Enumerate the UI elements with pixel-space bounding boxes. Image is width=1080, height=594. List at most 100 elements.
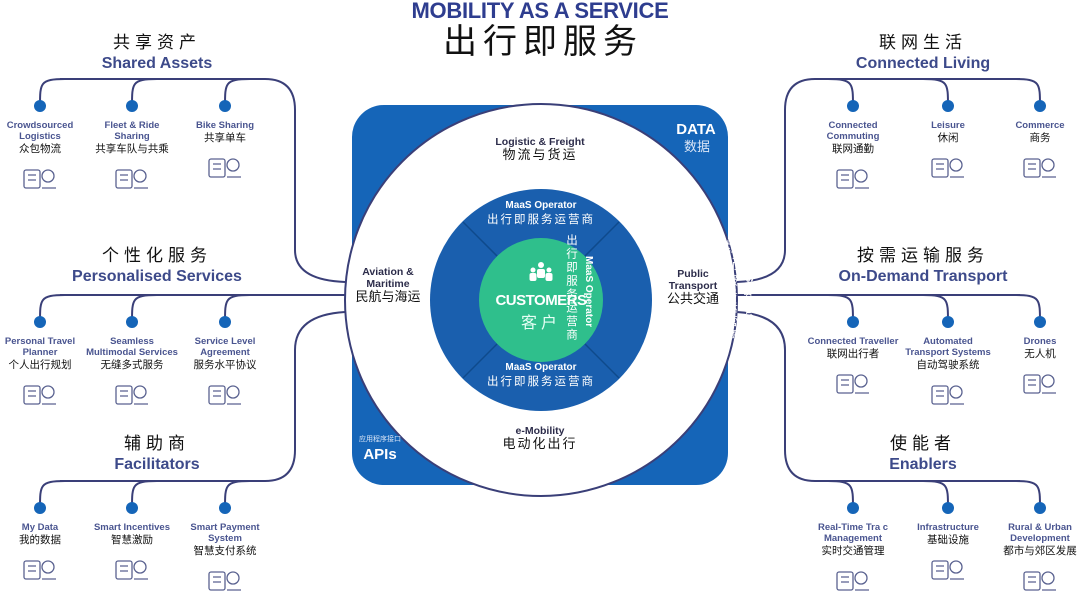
operator-left: MaaS Operator 出行即服务运营商: [446, 234, 595, 342]
title-chinese: 出行即服务: [443, 22, 643, 62]
group-title-zh: 个性化服务: [102, 246, 212, 266]
item-label: Personal Travel Planner: [4, 336, 76, 358]
item-label: Real-Time Tra c Management: [817, 522, 889, 544]
item-label: Service Level Agreement: [194, 336, 256, 358]
autonomous-bus-icon: [931, 385, 964, 405]
item-label-zh: 无人机: [1024, 348, 1056, 360]
item-label: Smart Incentives: [93, 522, 171, 533]
hand-coins-icon: [115, 560, 148, 580]
item-label: Fleet & Ride Sharing: [104, 120, 160, 142]
item-label-zh: 实时交通管理: [821, 545, 885, 557]
ring-label-en: Public Transport: [668, 268, 718, 292]
data-label: DATA: [676, 121, 716, 138]
item-dot: [847, 316, 859, 328]
apis-label: APIs: [363, 446, 397, 463]
item-label-zh: 智慧激励: [111, 534, 153, 546]
commuting-icon: [836, 169, 869, 189]
ring-label-en: Logistic & Freight: [495, 136, 585, 148]
customers-label: CUSTOMERS: [495, 292, 587, 309]
item-dot: [126, 316, 138, 328]
item-label-zh: 共享单车: [204, 132, 246, 144]
operator-label-en: MaaS Operator: [505, 200, 577, 211]
group-title: Enablers: [889, 456, 957, 473]
item-label: Bike Sharing: [195, 120, 255, 131]
operator-right: MaaS Operator 出行即服务运营商: [606, 234, 755, 342]
item-dot: [942, 316, 954, 328]
document-coins-icon: [208, 385, 241, 405]
item-dot: [126, 100, 138, 112]
pylon-bridge-icon: [931, 560, 964, 580]
group-title-zh: 辅助商: [124, 434, 190, 454]
operator-label-zh: 出行即服务运营商: [565, 234, 579, 342]
item-label: Crowdsourced Logistics: [6, 120, 74, 142]
item-label: Connected Traveller: [807, 336, 899, 347]
ring-label-en: e-Mobility: [515, 425, 565, 437]
group-title: Connected Living: [855, 55, 991, 72]
operator-label-en: MaaS Operator: [505, 362, 577, 373]
operator-label-zh: 出行即服务运营商: [725, 234, 739, 342]
item-label-zh: 智慧支付系统: [193, 545, 257, 557]
item-label-zh: 都市与郊区发展: [1003, 545, 1077, 557]
car-people-icon: [115, 169, 148, 189]
group-title-zh: 使能者: [890, 434, 956, 454]
apis-label-zh: 应用程序接口: [359, 436, 401, 443]
group-title-zh: 共享资产: [113, 33, 201, 53]
operator-bottom: MaaS Operator 出行即服务运营商: [487, 361, 595, 389]
item-dot: [847, 502, 859, 514]
operator-label-zh: 出行即服务运营商: [487, 374, 595, 388]
item-dot: [126, 502, 138, 514]
ring-label-zh: 民航与海运: [355, 290, 421, 305]
item-dot: [219, 502, 231, 514]
item-label-zh: 服务水平协议: [193, 359, 257, 371]
item-label: Infrastructure: [917, 522, 979, 533]
traffic-light-icon: [836, 571, 869, 591]
card-phone-icon: [208, 571, 241, 591]
item-label-zh: 联网出行者: [826, 348, 880, 360]
umbrella-icon: [931, 158, 964, 178]
item-label-zh: 众包物流: [19, 143, 61, 155]
operator-label-zh: 出行即服务运营商: [487, 212, 595, 226]
ring-logistic-freight: Logistic & Freight 物流与货运: [495, 136, 584, 164]
item-label: My Data: [21, 522, 59, 533]
customers-circle: [479, 238, 603, 362]
item-label: Seamless Multimodal Services: [86, 336, 178, 358]
item-dot: [1034, 100, 1046, 112]
item-dot: [34, 100, 46, 112]
item-dot: [219, 100, 231, 112]
group-title-zh: 按需运输服务: [857, 246, 989, 266]
item-label-zh: 联网通勤: [832, 143, 874, 155]
operator-dividers: [462, 221, 620, 379]
operator-label-en: MaaS Operator: [743, 256, 754, 328]
group-title: On-Demand Transport: [838, 268, 1008, 285]
drone-icon: [1023, 374, 1056, 394]
ring-public-transport: Public Transport 公共交通: [663, 268, 723, 308]
item-label-zh: 我的数据: [19, 534, 61, 546]
group-title: Personalised Services: [72, 268, 242, 285]
item-label: Smart Payment System: [190, 522, 260, 544]
item-label-zh: 共享车队与共乘: [95, 143, 169, 155]
train-traffic-light-icon: [115, 385, 148, 405]
group-title: Facilitators: [114, 456, 200, 473]
item-label-zh: 个人出行规划: [8, 359, 72, 371]
buildings-icon: [1023, 571, 1056, 591]
ring-e-mobility: e-Mobility 电动化出行: [502, 425, 577, 453]
item-label: Rural & Urban Development: [1008, 522, 1072, 544]
item-dot: [34, 316, 46, 328]
item-label-zh: 商务: [1029, 132, 1051, 144]
item-label-zh: 基础设施: [927, 534, 969, 546]
item-dot: [34, 502, 46, 514]
item-label-zh: 无缝多式服务: [100, 359, 164, 371]
item-dot: [847, 100, 859, 112]
